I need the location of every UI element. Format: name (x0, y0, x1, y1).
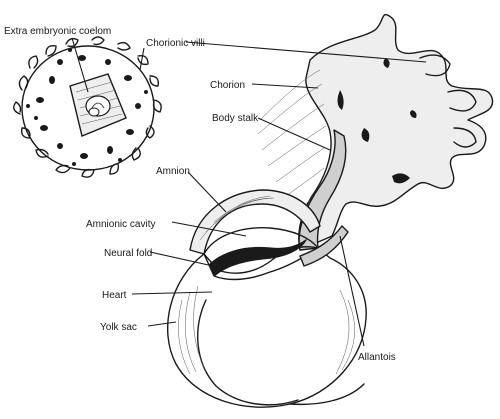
inset-surface-texture (26, 48, 148, 166)
chorion-texture (337, 58, 417, 184)
chorion-villi-structure (257, 13, 494, 251)
yolk-sac-outline (167, 247, 367, 408)
allantois (299, 225, 349, 267)
labels: Extra embryonic coelom Chorionic villi C… (4, 26, 396, 363)
label-chorionic-villi: Chorionic villi (146, 38, 205, 49)
yolk-sac-hatching (178, 285, 355, 375)
label-body-stalk: Body stalk (212, 113, 259, 124)
neural-fold (207, 239, 307, 277)
yolk-sac-inner-wall (197, 299, 299, 406)
yolk-sac (167, 247, 367, 408)
villus-2 (447, 89, 477, 112)
amnion-dome (189, 189, 321, 255)
label-extra-embryonic-coelom: Extra embryonic coelom (4, 26, 111, 37)
label-heart: Heart (102, 290, 127, 301)
leader-lines (71, 37, 427, 347)
amnion-membrane (189, 189, 321, 255)
villus-1 (419, 54, 451, 77)
villus-3 (453, 127, 477, 148)
amnion-hatching (199, 195, 275, 241)
chorion-outline (298, 13, 494, 251)
label-amnionic-cavity: Amnionic cavity (86, 219, 155, 230)
label-yolk-sac: Yolk sac (100, 322, 137, 333)
label-chorion: Chorion (210, 80, 245, 91)
label-allantois: Allantois (358, 352, 396, 363)
yolk-sac-lower-membrane (289, 383, 365, 406)
label-neural-fold: Neural fold (104, 248, 152, 259)
chorionic-sac-inset (13, 36, 162, 178)
inset-embryo-detail (91, 102, 105, 109)
inset-sphere-outline (21, 45, 155, 171)
label-amnion: Amnion (156, 166, 190, 177)
